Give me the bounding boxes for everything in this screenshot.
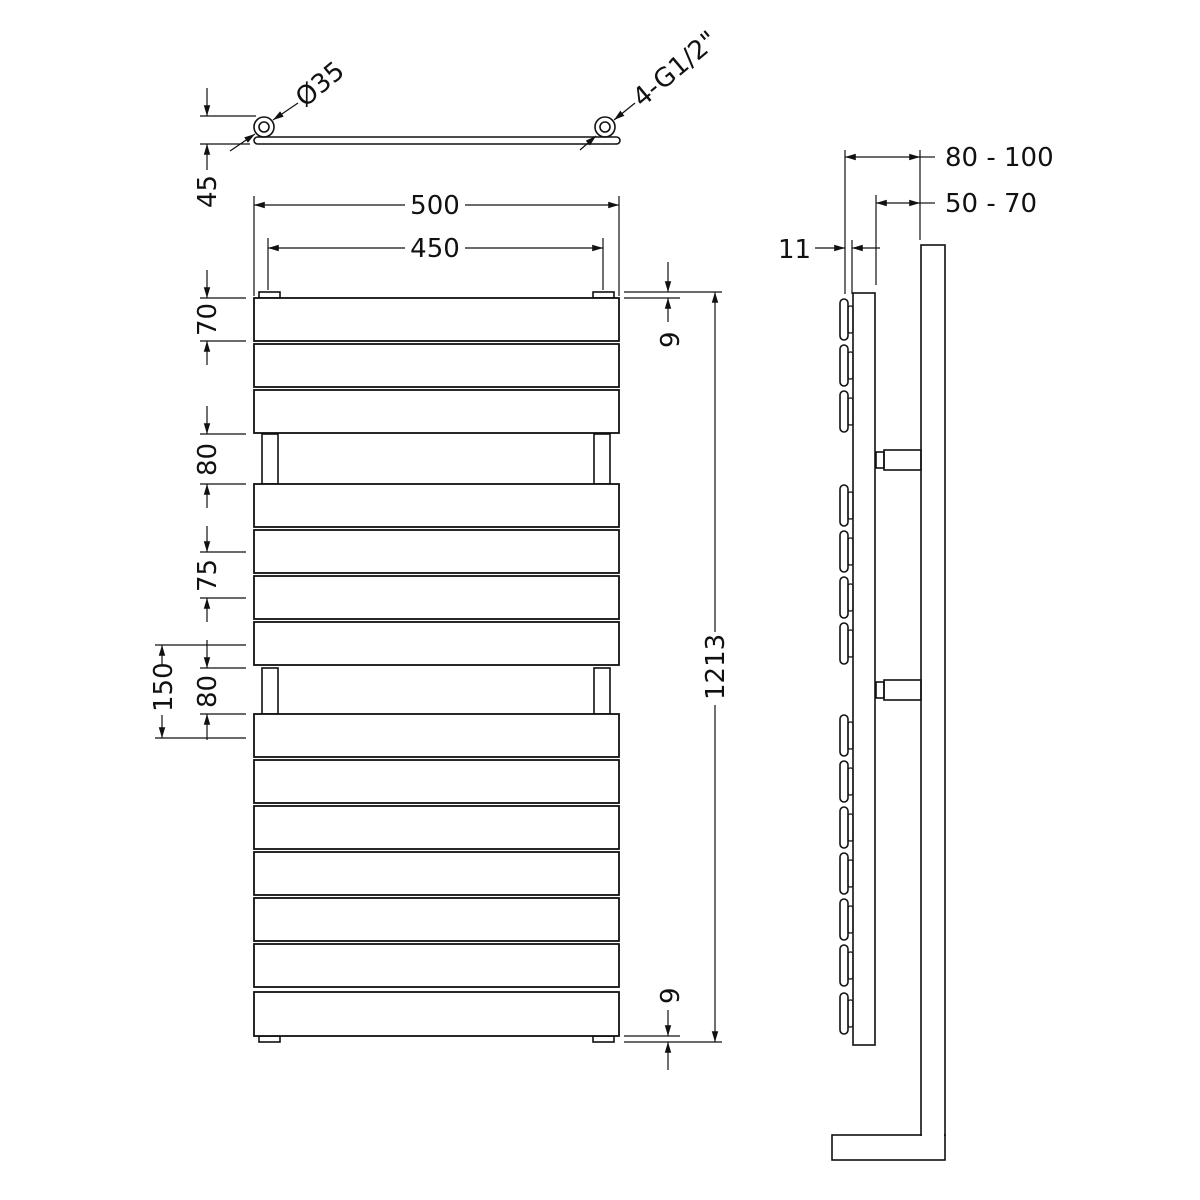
side-panel-tab [847, 813, 854, 842]
side-panel-profile [839, 944, 849, 987]
side-panel-profile [839, 390, 849, 433]
pipe-centres-label: 450 [410, 234, 460, 264]
side-panel-profile [839, 806, 849, 849]
side-panel-profile [839, 622, 849, 665]
side-panel-tab [847, 397, 854, 426]
side-panel-profile [839, 714, 849, 757]
side-panel-profile [839, 298, 849, 341]
side-panel-profile [839, 898, 849, 941]
front-view: 500 450 70 80 75 80 1 [149, 191, 731, 1070]
side-panel-tab [847, 583, 854, 612]
pipe-diameter-label: Ø35 [290, 56, 350, 113]
radiator-panel [253, 389, 620, 434]
side-panel-tab [847, 537, 854, 566]
radiator-panel [253, 621, 620, 666]
side-panel-profile [839, 576, 849, 619]
radiator-panel [253, 297, 620, 342]
wall-to-back-label: 50 - 70 [945, 189, 1037, 219]
depth-label: 45 [193, 175, 223, 208]
radiator-panel [253, 851, 620, 896]
radiator-panel [253, 897, 620, 942]
radiator-panel [253, 943, 620, 988]
side-panel-tab [847, 721, 854, 750]
side-panel-tab [847, 999, 854, 1028]
top-view: 45 Ø35 4-G1/2" [193, 26, 724, 208]
top-panel-height-label: 70 [193, 303, 223, 336]
side-view: 80 - 100 50 - 70 11 [778, 143, 1054, 1161]
side-panel-tab [847, 491, 854, 520]
radiator-panel [253, 575, 620, 620]
radiator-panel [253, 483, 620, 528]
radiator-panel [253, 991, 620, 1037]
side-panel-profile [839, 992, 849, 1035]
radiator-panel [253, 713, 620, 758]
radiator-panel [253, 805, 620, 850]
radiator-panel [253, 529, 620, 574]
side-panel-tab [847, 351, 854, 380]
side-panel-profile [839, 344, 849, 387]
side-panel-tab [847, 859, 854, 888]
side-panel-tab [847, 905, 854, 934]
connection-label: 4-G1/2" [627, 26, 724, 114]
side-panel-tab [847, 629, 854, 658]
radiator-panel [253, 343, 620, 388]
side-panel-tab [847, 767, 854, 796]
wall-to-front-label: 80 - 100 [945, 143, 1054, 173]
panel-thickness-label: 11 [778, 235, 811, 265]
bottom-offset-label: 9 [656, 987, 686, 1004]
radiator-panel [253, 759, 620, 804]
side-panel-tab [847, 305, 854, 334]
bracket-spacing-label: 150 [149, 662, 179, 712]
overall-width-label: 500 [410, 191, 460, 221]
side-panel-profile [839, 530, 849, 573]
gap-2-label: 80 [193, 675, 223, 708]
gap-1-label: 80 [193, 443, 223, 476]
top-offset-label: 9 [656, 331, 686, 348]
overall-height-label: 1213 [701, 634, 731, 700]
panel-pitch-label: 75 [193, 559, 223, 592]
side-panel-profile [839, 760, 849, 803]
side-panel-profile [839, 852, 849, 895]
side-panel-tab [847, 951, 854, 980]
side-panel-profile [839, 484, 849, 527]
